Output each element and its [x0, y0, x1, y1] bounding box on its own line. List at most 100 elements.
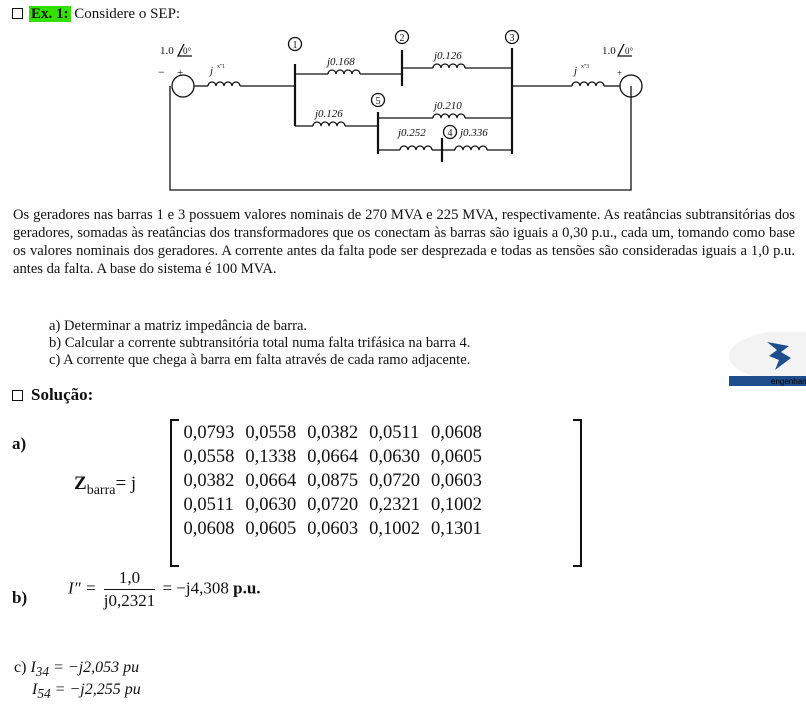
bus-5-circle-icon	[370, 92, 386, 108]
logo-bolt-icon	[767, 342, 791, 370]
matrix-cell: 0,0603	[307, 518, 359, 539]
bus-label-1: 1	[293, 40, 298, 51]
matrix-right-bracket	[573, 419, 582, 567]
matrix-cell: 0,0608	[183, 518, 235, 539]
power-system-diagram: 1 2 3 4 5 1.0 0° 1.0 0° − + + j x''1 j x…	[158, 29, 643, 191]
line-12-impedance: j0.168	[325, 56, 355, 68]
matrix-cell: 0,0875	[307, 470, 359, 491]
exercise-prompt: Considere o SEP:	[74, 6, 181, 22]
line-35-impedance: j0.210	[432, 100, 462, 112]
matrix-table: 0,0793 0,0558 0,0382 0,0511 0,0608 0,055…	[178, 421, 487, 541]
line-43-impedance: j0.336	[458, 127, 488, 139]
bus-3-circle-icon	[504, 29, 520, 45]
matrix-cell: 0,2321	[369, 494, 420, 515]
z-bus-label: Zbarra= j	[74, 473, 136, 499]
part-c-line-2: I54 = −j2,255 pu	[32, 680, 141, 704]
matrix-cell: 0,0720	[307, 494, 359, 515]
matrix-cell: 0,0664	[307, 446, 359, 467]
matrix-cell: 0,0382	[183, 470, 235, 491]
part-c-line-1: c) I34 = −j2,053 pu	[14, 658, 139, 682]
solution-heading-text: Solução:	[31, 385, 94, 404]
matrix-row: 0,0558 0,1338 0,0664 0,0630 0,0605	[178, 445, 487, 469]
gen1-angle: 0°	[183, 46, 192, 56]
exercise-label: Ex. 1:	[29, 6, 71, 22]
matrix-cell: 0,0720	[369, 470, 420, 491]
line-43-coil-icon	[454, 145, 488, 151]
b-result: = −j4,308	[162, 578, 229, 598]
gen1-minus: −	[158, 65, 165, 79]
part-b-formula: I″ = 1,0 j0,2321 = −j4,308 p.u.	[68, 568, 261, 611]
matrix-cell: 0,0511	[369, 422, 420, 443]
c2-symbol: I	[32, 681, 38, 698]
matrix-cell: 0,0603	[431, 470, 482, 491]
line-54-impedance: j0.252	[396, 127, 426, 139]
z-subscript: barra	[86, 482, 116, 498]
matrix-row: 0,0511 0,0630 0,0720 0,2321 0,1002	[178, 493, 487, 517]
problem-items: a) Determinar a matriz impedância de bar…	[49, 318, 470, 369]
matrix-cell: 0,1338	[245, 446, 297, 467]
item-c: c) A corrente que chega à barra em falta…	[49, 352, 471, 368]
checkbox-icon	[12, 390, 23, 401]
matrix-cell: 0,1002	[369, 518, 420, 539]
gen3-reactance-sup: x''3	[581, 64, 589, 70]
bus-label-3: 3	[510, 33, 515, 44]
ground-return-wire	[169, 86, 632, 191]
problem-paragraph: Os geradores nas barras 1 e 3 possuem va…	[13, 207, 795, 277]
matrix-cell: 0,0382	[307, 422, 359, 443]
gen1-reactance-coil-icon	[207, 81, 241, 87]
b-unit: p.u.	[233, 578, 261, 598]
logo-text: engenharia	[771, 377, 806, 386]
gen3-reactance-coil-icon	[571, 81, 605, 87]
bus-label-2: 2	[400, 33, 405, 44]
c1-sub: 34	[35, 664, 50, 680]
b-fraction: 1,0 j0,2321	[103, 568, 156, 611]
c1-value: = −j2,053 pu	[49, 659, 140, 676]
item-a: a) Determinar a matriz impedância de bar…	[49, 318, 308, 334]
matrix-cell: 0,0605	[245, 518, 297, 539]
c1-symbol: I	[30, 659, 36, 676]
line-54-coil-icon	[399, 145, 433, 151]
z-symbol: Z	[74, 473, 87, 494]
c2-value: = −j2,255 pu	[50, 681, 141, 698]
c2-sub: 54	[37, 686, 51, 702]
generator-3-icon	[619, 74, 643, 98]
matrix-cell: 0,0664	[245, 470, 297, 491]
matrix-cell: 0,1301	[431, 518, 482, 539]
item-b: b) Calcular a corrente subtransitória to…	[49, 335, 471, 351]
line-15-impedance: j0.126	[313, 108, 343, 120]
gen1-voltage: 1.0	[160, 45, 174, 57]
matrix-row: 0,0382 0,0664 0,0875 0,0720 0,0603	[178, 469, 487, 493]
line-23-impedance: j0.126	[432, 50, 462, 62]
b-lhs: I″ =	[68, 578, 97, 598]
matrix-cell: 0,0630	[245, 494, 297, 515]
line-23-coil-icon	[432, 63, 466, 69]
line-35-coil-icon	[432, 113, 466, 119]
b-numerator: 1,0	[103, 568, 156, 590]
gen3-angle: 0°	[625, 46, 634, 56]
z-equals: = j	[115, 473, 137, 494]
matrix-left-bracket	[170, 419, 179, 567]
bus-2-circle-icon	[394, 29, 410, 45]
gen3-voltage: 1.0	[602, 45, 616, 57]
b-denominator: j0,2321	[103, 591, 156, 610]
matrix-cell: 0,0605	[431, 446, 482, 467]
engenharia-logo: engenharia	[729, 332, 806, 386]
bus-label-4: 4	[448, 128, 453, 139]
solution-heading: Solução:	[12, 385, 93, 405]
bus-label-5: 5	[376, 96, 381, 107]
checkbox-icon	[12, 8, 23, 19]
exercise-header: Ex. 1: Considere o SEP:	[12, 6, 180, 23]
z-bus-matrix: 0,0793 0,0558 0,0382 0,0511 0,0608 0,055…	[170, 419, 582, 567]
matrix-cell: 0,0558	[183, 446, 235, 467]
gen1-plus: +	[177, 67, 183, 79]
bus-4-circle-icon	[442, 124, 458, 140]
part-a-label: a)	[12, 434, 27, 453]
matrix-cell: 0,0793	[183, 422, 235, 443]
part-b-label: b)	[12, 588, 28, 607]
gen1-reactance-j: j	[208, 65, 213, 77]
gen3-reactance-j: j	[572, 65, 577, 77]
matrix-row: 0,0793 0,0558 0,0382 0,0511 0,0608	[178, 421, 487, 445]
part-c-label: c)	[14, 659, 27, 676]
matrix-cell: 0,0558	[245, 422, 297, 443]
gen1-reactance-sup: x''1	[217, 64, 225, 70]
